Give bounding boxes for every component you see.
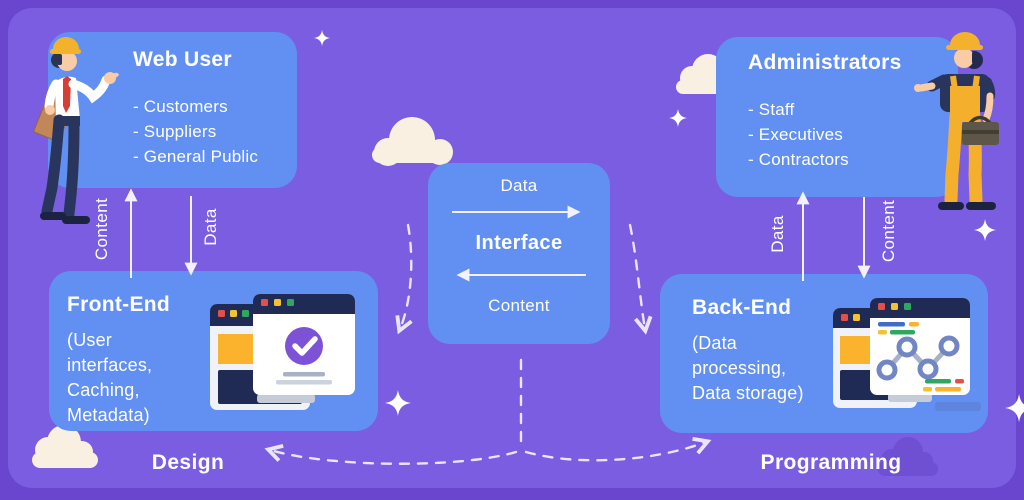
window-dot-red — [841, 314, 848, 321]
backend-chart-illustration — [833, 298, 981, 411]
programming-caption: Programming — [760, 451, 902, 474]
administrators-title: Administrators — [748, 51, 902, 74]
window-dot-red — [261, 299, 268, 306]
design-caption: Design — [151, 451, 225, 474]
window-dot-green — [242, 310, 249, 317]
description-line: Data storage) — [692, 383, 804, 403]
web-user-title: Web User — [133, 48, 232, 71]
worker-character — [914, 32, 999, 210]
hard-hat-icon — [946, 32, 983, 50]
shoe — [966, 202, 996, 210]
window-dot-yellow — [274, 299, 281, 306]
description-line: (User — [67, 330, 112, 350]
description-line: interfaces, — [67, 355, 153, 375]
web-user-box: Web User - Customers - Suppliers - Gener… — [48, 32, 297, 188]
hard-hat-icon — [50, 37, 81, 54]
back-end-title: Back-End — [692, 296, 792, 319]
flow-label-content-right: Content — [879, 199, 898, 263]
node-graph-icon — [876, 335, 960, 381]
frontend-windows-illustration — [210, 294, 355, 410]
check-badge-icon — [285, 327, 323, 365]
window-dot-yellow — [230, 310, 237, 317]
interface-data-label: Data — [500, 176, 538, 195]
list-item: - Contractors — [748, 150, 849, 169]
toolbox-icon — [962, 115, 999, 145]
description-line: (Data — [692, 333, 738, 353]
back-end-description: (Data processing, Data storage) — [692, 331, 974, 406]
browser-window-front — [870, 298, 970, 402]
check-icon — [292, 336, 318, 356]
interface-box: Data Interface Content — [428, 163, 610, 344]
flow-label-content-left: Content — [92, 197, 111, 261]
list-item: - Customers — [133, 97, 228, 116]
shoe — [938, 202, 964, 210]
description-line: processing, — [692, 358, 787, 378]
window-dot-yellow — [891, 303, 898, 310]
window-dot-red — [878, 303, 885, 310]
interface-content-label: Content — [488, 296, 550, 315]
browser-window-front — [253, 294, 355, 403]
shoe — [62, 216, 90, 224]
administrators-box: Administrators - Staff - Executives - Co… — [716, 37, 958, 197]
front-end-title: Front-End — [67, 293, 171, 316]
window-dot-green — [287, 299, 294, 306]
window-dot-green — [904, 303, 911, 310]
window-dot-red — [218, 310, 225, 317]
flow-label-data-right: Data — [768, 215, 787, 253]
description-line: Caching, — [67, 380, 140, 400]
window-dot-yellow — [853, 314, 860, 321]
interface-title: Interface — [475, 232, 563, 254]
flow-label-data-left: Data — [201, 208, 220, 246]
list-item: - Suppliers — [133, 122, 217, 141]
web-user-list: - Customers - Suppliers - General Public — [133, 94, 283, 169]
list-item: - Staff — [748, 100, 795, 119]
web-user-character — [33, 37, 119, 224]
front-end-description: (User interfaces, Caching, Metadata) — [67, 328, 364, 428]
shoe — [40, 212, 66, 220]
administrators-list: - Staff - Executives - Contractors — [748, 97, 944, 172]
list-item: - General Public — [133, 147, 259, 166]
list-item: - Executives — [748, 125, 843, 144]
description-line: Metadata) — [67, 405, 150, 425]
